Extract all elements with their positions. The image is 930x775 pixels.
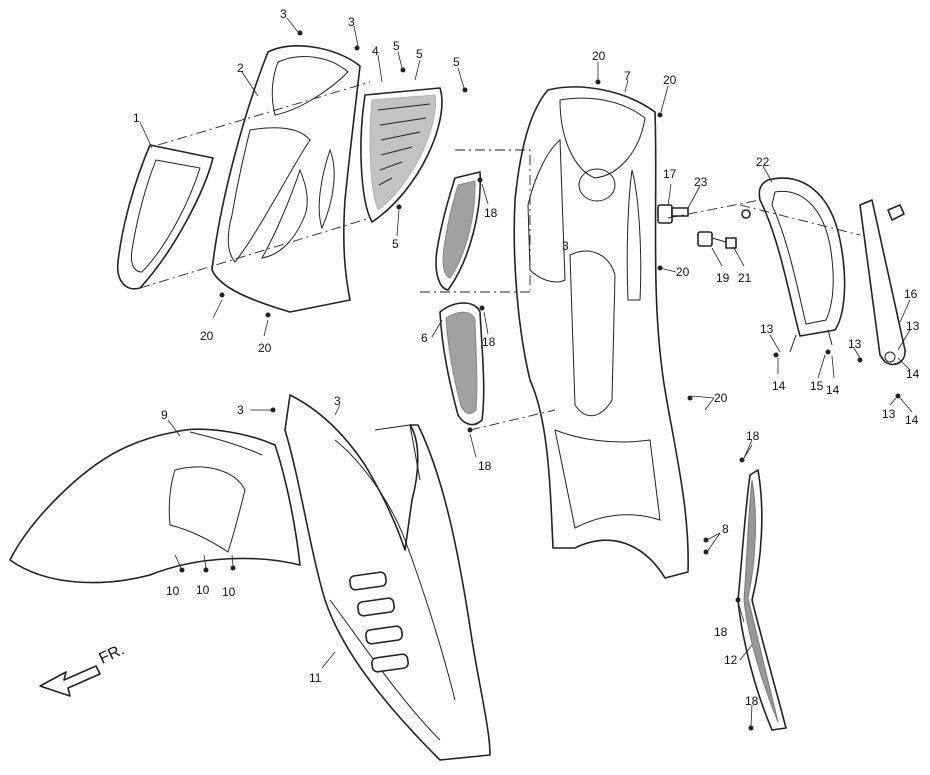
callout-13: 13 <box>848 337 862 351</box>
callout-14: 14 <box>905 413 919 427</box>
part-22-storage-lid <box>758 177 846 353</box>
callout-9: 9 <box>161 408 168 422</box>
callout-11: 11 <box>309 671 322 685</box>
callout-10: 10 <box>166 584 180 598</box>
callout-12: 12 <box>724 653 738 667</box>
callout-3: 3 <box>237 403 244 417</box>
callout-3: 3 <box>562 239 569 253</box>
callout-20: 20 <box>200 329 214 343</box>
callout-18: 18 <box>746 429 760 443</box>
part-2-front-cover <box>211 45 361 313</box>
direction-indicator: FR. <box>39 641 128 697</box>
callout-7: 7 <box>624 69 631 83</box>
part-16-hinge-bar <box>859 199 906 366</box>
callout-4: 4 <box>372 44 379 58</box>
callout-20: 20 <box>258 341 272 355</box>
part-4-5-grille <box>360 87 443 223</box>
callout-6: 6 <box>421 331 428 345</box>
callout-20: 20 <box>714 391 728 405</box>
callout-14: 14 <box>772 379 786 393</box>
callout-18: 18 <box>482 335 496 349</box>
callout-14: 14 <box>826 383 840 397</box>
callout-18: 18 <box>478 459 492 473</box>
front-arrow-icon <box>39 665 101 697</box>
callout-3: 3 <box>348 15 355 29</box>
callout-18: 18 <box>745 694 759 708</box>
callout-2: 2 <box>237 61 244 75</box>
part-1-front-lens <box>116 144 214 290</box>
callout-5: 5 <box>453 55 460 69</box>
callout-22: 22 <box>756 155 770 169</box>
part-9-front-fender <box>9 428 301 584</box>
callout-13: 13 <box>882 407 896 421</box>
part-11-lower-panel <box>284 394 491 761</box>
part-7-inner-shield <box>513 86 689 579</box>
direction-label: FR. <box>97 641 128 667</box>
callout-5: 5 <box>416 47 423 61</box>
callout-3: 3 <box>334 394 341 408</box>
callout-8: 8 <box>722 522 729 536</box>
callout-13: 13 <box>760 322 774 336</box>
part-6-side-vent-lower <box>439 302 485 426</box>
part-12-lower-grille <box>737 469 787 731</box>
hardware-17-19-21-23 <box>657 204 751 249</box>
callout-10: 10 <box>196 583 210 597</box>
callout-18: 18 <box>714 625 728 639</box>
callouts: 1 2 3 3 4 5 5 5 5 20 20 20 7 20 18 3 20 … <box>133 7 920 708</box>
callout-16: 16 <box>904 287 918 301</box>
callout-5: 5 <box>393 39 400 53</box>
callout-3: 3 <box>280 7 287 21</box>
callout-18: 18 <box>484 206 498 220</box>
callout-20: 20 <box>676 265 690 279</box>
callout-20: 20 <box>663 73 677 87</box>
callout-19: 19 <box>716 271 730 285</box>
callout-23: 23 <box>694 175 708 189</box>
callout-13: 13 <box>906 319 920 333</box>
assembly-lines <box>139 81 861 431</box>
callout-15: 15 <box>810 379 824 393</box>
callout-5: 5 <box>392 237 399 251</box>
callout-20: 20 <box>592 49 606 63</box>
callout-10: 10 <box>222 585 236 599</box>
callout-17: 17 <box>663 167 677 181</box>
leader-lines <box>139 17 913 727</box>
screws <box>179 30 901 731</box>
callout-1: 1 <box>133 111 140 125</box>
callout-21: 21 <box>738 271 752 285</box>
callout-14: 14 <box>906 367 920 381</box>
part-6-side-vent-upper <box>435 171 482 291</box>
